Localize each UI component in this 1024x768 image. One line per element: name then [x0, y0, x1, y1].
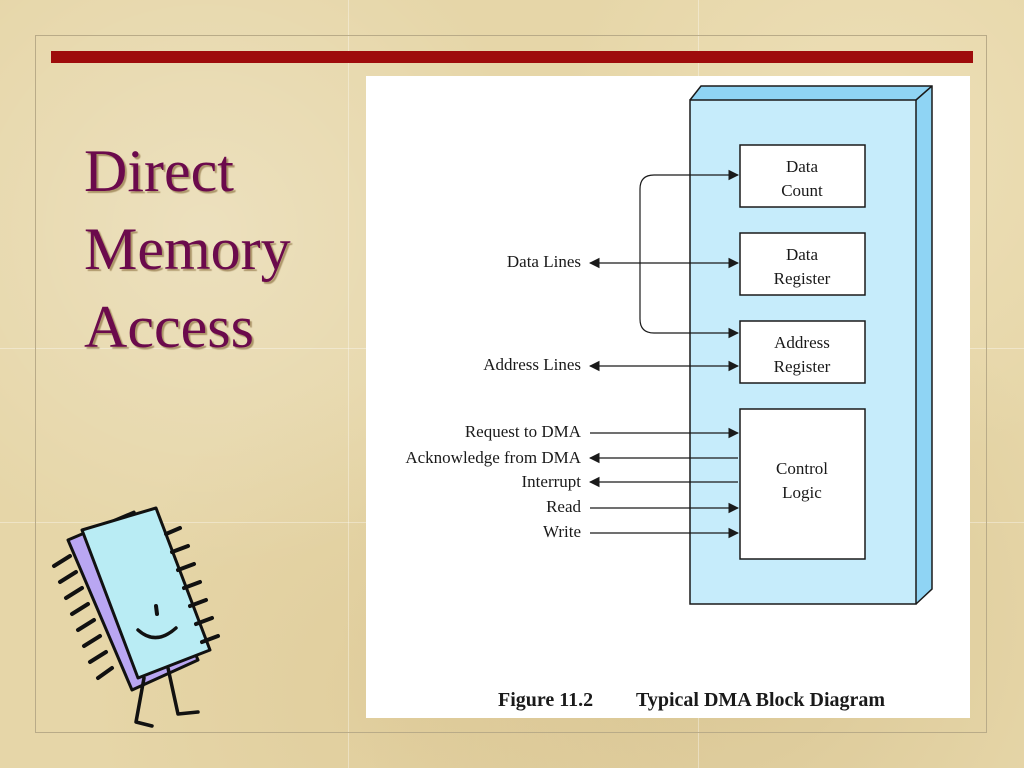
dma-figure-panel: Data Count Data Register Address Registe…	[366, 76, 970, 718]
slide-title: Direct Memory Access	[84, 132, 364, 366]
data-count-register: Data Count	[739, 144, 866, 208]
signal-read-label: Read	[546, 497, 581, 516]
figure-caption-number: Figure 11.2	[498, 689, 593, 711]
dma-block-diagram: Data Count Data Register Address Registe…	[405, 85, 933, 711]
data-lines-label: Data Lines	[507, 252, 581, 271]
address-register-label-line-2: Register	[774, 357, 831, 376]
signal-request-label: Request to DMA	[465, 422, 582, 441]
signal-write-label: Write	[543, 522, 581, 541]
title-line-3: Access	[84, 294, 254, 360]
data-count-label-line-2: Count	[781, 181, 823, 200]
smiling-chip-icon	[48, 500, 228, 745]
address-lines-label: Address Lines	[483, 355, 581, 374]
module-box-top-face	[690, 86, 932, 100]
slide-frame	[35, 35, 987, 733]
module-box-edge	[915, 85, 933, 101]
title-line-2: Memory	[84, 216, 291, 282]
signal-acknowledge-label: Acknowledge from DMA	[405, 448, 581, 467]
address-register-label-line-1: Address	[774, 333, 830, 352]
data-register: Data Register	[739, 232, 866, 296]
data-register-label-line-1: Data	[786, 245, 819, 264]
background-grid-line	[348, 0, 349, 768]
address-register: Address Register	[739, 320, 866, 384]
title-line-1: Direct	[84, 138, 234, 204]
control-logic-label-line-2: Logic	[782, 483, 822, 502]
internal-register-connector	[639, 169, 740, 339]
data-register-label-line-2: Register	[774, 269, 831, 288]
module-box-side-face	[916, 86, 932, 604]
signal-interrupt-label: Interrupt	[522, 472, 582, 491]
control-logic-block: Control Logic	[739, 408, 866, 560]
title-accent-bar	[51, 51, 973, 63]
control-logic-label-line-1: Control	[776, 459, 828, 478]
data-count-label-line-1: Data	[786, 157, 819, 176]
figure-caption-text: Typical DMA Block Diagram	[636, 689, 885, 711]
